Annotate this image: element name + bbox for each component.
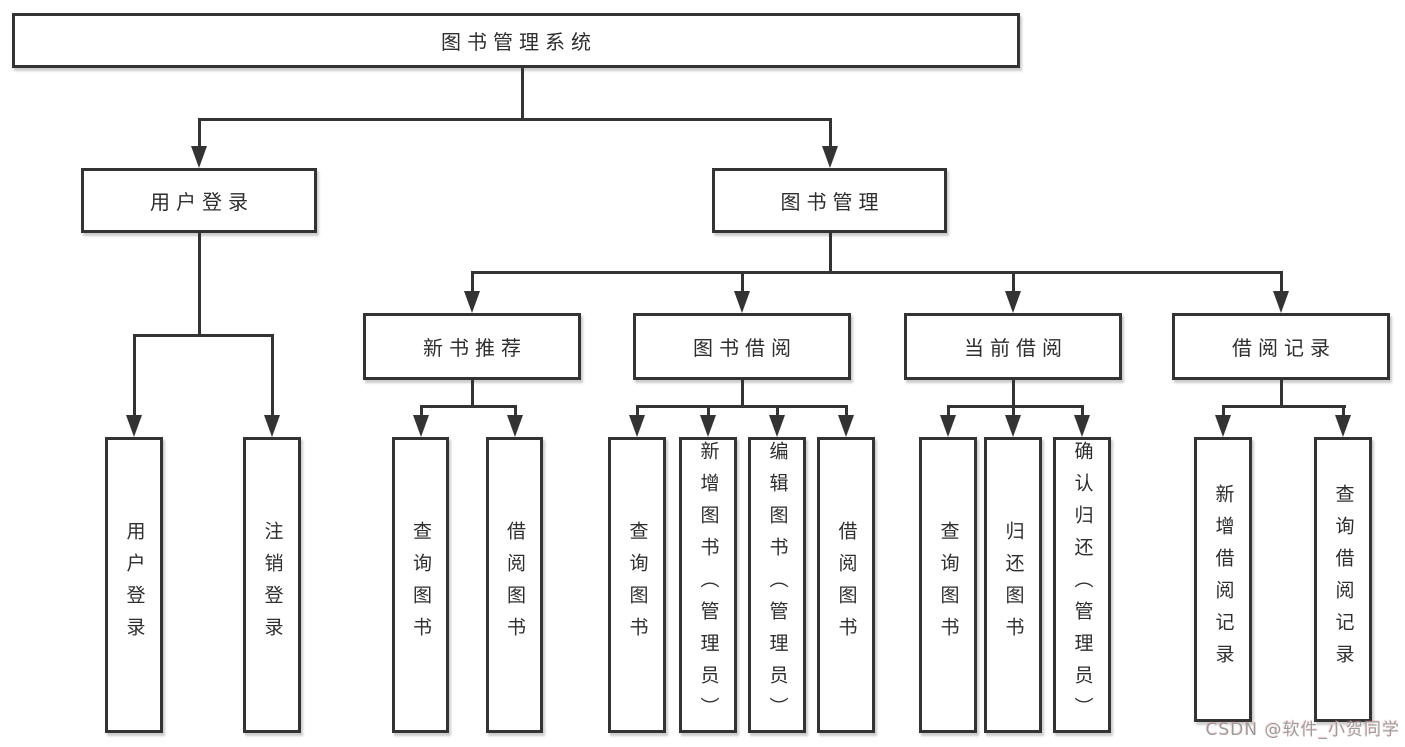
connector-book-mgmt-stem	[829, 233, 832, 274]
arrowhead-icon	[838, 415, 854, 437]
leaf-current-return-book: 归还图书	[984, 437, 1042, 733]
connector-level2-rail	[198, 118, 832, 121]
leaf-record-add-borrow-record: 新增借阅记录	[1194, 437, 1252, 722]
arrowhead-icon	[264, 415, 280, 437]
arrowhead-icon	[1273, 291, 1289, 313]
leaf-borrow-edit-book-admin: 编辑图书（管理员）	[748, 437, 806, 733]
leaf-borrow-borrow-book: 借阅图书	[817, 437, 875, 733]
connector-drop	[776, 405, 779, 418]
arrowhead-icon	[191, 146, 207, 168]
arrowhead-icon	[940, 415, 956, 437]
arrowhead-icon	[413, 415, 429, 437]
connector-drop	[845, 405, 848, 418]
arrowhead-icon	[734, 291, 750, 313]
arrowhead-icon	[822, 146, 838, 168]
connector-book-borrow-rail	[636, 405, 848, 408]
connector-new-book-stem	[471, 380, 474, 408]
node-root: 图书管理系统	[12, 13, 1020, 68]
connector-drop	[1342, 405, 1345, 418]
connector-drop	[1012, 405, 1015, 418]
connector-root-stem	[521, 68, 524, 119]
arrowhead-icon	[1335, 415, 1351, 437]
leaf-record-query-borrow-record: 查询借阅记录	[1314, 437, 1372, 722]
arrowhead-icon	[629, 415, 645, 437]
csdn-watermark: CSDN @软件_小贺同学	[1205, 720, 1400, 740]
node-current-borrow: 当前借阅	[904, 313, 1122, 380]
leaf-logout-login: 注销登录	[243, 437, 301, 733]
arrowhead-icon	[464, 291, 480, 313]
node-book-management: 图书管理	[712, 168, 947, 233]
connector-borrow-rec-stem	[1280, 380, 1283, 408]
arrowhead-icon	[769, 415, 785, 437]
connector-user-login-stem	[198, 233, 201, 337]
arrowhead-icon	[507, 415, 523, 437]
connector-drop-borrow-rec	[1280, 271, 1283, 293]
node-new-book-recommend: 新书推荐	[363, 313, 581, 380]
leaf-user-login: 用户登录	[105, 437, 163, 733]
arrowhead-icon	[1215, 415, 1231, 437]
connector-drop-leaf-logout	[271, 334, 274, 418]
arrowhead-icon	[1074, 415, 1090, 437]
connector-cur-borrow-stem	[1012, 380, 1015, 408]
connector-level3-rail	[471, 271, 1283, 274]
leaf-borrow-query-book: 查询图书	[608, 437, 666, 733]
arrowhead-icon	[1005, 291, 1021, 313]
leaf-borrow-add-book-admin: 新增图书（管理员）	[679, 437, 737, 733]
connector-drop-cur-borrow	[1012, 271, 1015, 293]
connector-drop	[1081, 405, 1084, 418]
connector-book-borrow-stem	[741, 380, 744, 408]
leaf-newbook-query-book: 查询图书	[392, 437, 449, 733]
connector-drop	[947, 405, 950, 418]
connector-drop	[636, 405, 639, 418]
arrowhead-icon	[1005, 415, 1021, 437]
connector-drop	[707, 405, 710, 418]
connector-cur-borrow-rail	[947, 405, 1084, 408]
leaf-current-query-book: 查询图书	[919, 437, 977, 733]
node-user-login: 用户登录	[81, 168, 317, 233]
connector-drop	[420, 405, 423, 418]
connector-drop-book-borrow	[741, 271, 744, 293]
node-borrow-record: 借阅记录	[1172, 313, 1390, 380]
connector-drop	[1222, 405, 1225, 418]
leaf-current-confirm-return-admin: 确认归还（管理员）	[1053, 437, 1111, 733]
connector-new-book-rail	[420, 405, 517, 408]
leaf-newbook-borrow-book: 借阅图书	[486, 437, 543, 733]
connector-drop-book-mgmt	[829, 118, 832, 148]
connector-user-login-rail	[133, 334, 274, 337]
connector-drop-user-login	[198, 118, 201, 148]
connector-drop-leaf-user-login	[133, 334, 136, 418]
connector-drop-new-book	[471, 271, 474, 293]
node-book-borrow: 图书借阅	[633, 313, 851, 380]
arrowhead-icon	[126, 415, 142, 437]
connector-borrow-rec-rail	[1222, 405, 1346, 408]
arrowhead-icon	[700, 415, 716, 437]
connector-drop	[514, 405, 517, 418]
